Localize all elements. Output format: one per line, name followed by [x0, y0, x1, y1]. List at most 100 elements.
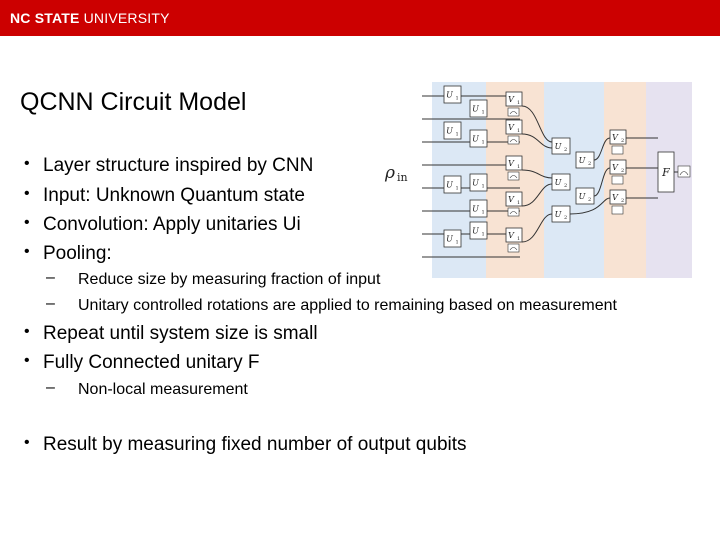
gate-label: U	[555, 178, 562, 187]
sub-bullet-text: Reduce size by measuring fraction of inp…	[78, 271, 381, 288]
gate-subscript: 2	[621, 138, 624, 144]
measurement-arc	[509, 139, 518, 143]
gate-subscript: 1	[517, 100, 520, 106]
qubit-wire	[521, 183, 553, 207]
gate-label: V	[612, 163, 619, 172]
qubit-wire	[593, 167, 611, 197]
measurement-box	[611, 175, 624, 185]
gate-label: U	[446, 235, 453, 244]
layer-band	[604, 82, 646, 278]
gate-label: U	[472, 105, 479, 114]
u2-gate	[551, 205, 571, 223]
bullet-text: Repeat until system size is small	[43, 323, 318, 344]
gate-subscript: 2	[588, 161, 591, 167]
u2-gate	[551, 137, 571, 155]
gate-subscript: 1	[456, 240, 459, 246]
fully-connected-gate	[657, 151, 675, 193]
v1-gate	[505, 191, 523, 207]
bullet-marker: •	[24, 243, 30, 260]
v1-gate	[505, 91, 523, 107]
measurement-arc	[509, 247, 518, 251]
qubit-wire	[521, 213, 553, 243]
bullet-text: Input: Unknown Quantum state	[43, 185, 305, 206]
gate-label: U	[555, 142, 562, 151]
gate-label: U	[579, 156, 586, 165]
measurement-box	[611, 145, 624, 155]
measurement-box	[611, 205, 624, 215]
gate-label: V	[508, 195, 515, 204]
bullet-text: Result by measuring fixed number of outp…	[43, 434, 467, 455]
bullet-marker: •	[24, 323, 30, 340]
gate-subscript: 1	[517, 200, 520, 206]
qubit-wire	[521, 133, 553, 149]
sub-bullet-marker: –	[46, 379, 55, 396]
gate-label: U	[472, 227, 479, 236]
rho-input-subscript: in	[397, 171, 408, 184]
gate-subscript: 1	[456, 186, 459, 192]
measurement-arc	[679, 171, 689, 176]
rho-input-label: ρ	[384, 163, 395, 183]
gate-subscript: 2	[564, 183, 567, 189]
v2-gate	[609, 129, 627, 145]
gate-subscript: 2	[564, 147, 567, 153]
university-logo: NC STATE UNIVERSITY	[10, 10, 170, 26]
u2-gate	[575, 151, 595, 169]
measurement-box	[507, 171, 520, 181]
sub-bullet-marker: –	[46, 269, 55, 286]
bullet-text: Layer structure inspired by CNN	[43, 155, 314, 176]
v2-gate	[609, 159, 627, 175]
gate-subscript: 1	[482, 210, 485, 216]
logo-brand-bold: NC STATE	[10, 10, 80, 26]
gate-label: U	[472, 179, 479, 188]
gate-label: U	[446, 127, 453, 136]
gate-subscript: 1	[517, 164, 520, 170]
u1-gate	[443, 85, 462, 104]
gate-subscript: 2	[564, 215, 567, 221]
gate-label: V	[508, 123, 515, 132]
u2-gate	[575, 187, 595, 205]
gate-label: U	[472, 135, 479, 144]
v2-gate	[609, 189, 627, 205]
v1-gate	[505, 227, 523, 243]
u2-gate	[551, 173, 571, 191]
bullet-text: Fully Connected unitary F	[43, 352, 260, 373]
gate-subscript: 1	[482, 232, 485, 238]
v1-gate	[505, 119, 523, 135]
u1-gate	[469, 221, 488, 240]
measurement-box	[507, 107, 520, 117]
bullet-text: Convolution: Apply unitaries Ui	[43, 214, 301, 235]
bullet-text: Pooling:	[43, 243, 112, 264]
qubit-wire	[521, 105, 553, 143]
qubit-wire	[593, 137, 611, 161]
u1-gate	[469, 129, 488, 148]
fully-connected-label: F	[661, 166, 670, 179]
gate-label: V	[508, 95, 515, 104]
bullet-marker: •	[24, 352, 30, 369]
gate-label: U	[579, 192, 586, 201]
qubit-wire	[569, 197, 611, 215]
qubit-wire	[521, 169, 553, 179]
gate-subscript: 1	[456, 96, 459, 102]
gate-label: V	[612, 193, 619, 202]
slide-title: QCNN Circuit Model	[20, 88, 247, 116]
sub-bullet-marker: –	[46, 295, 55, 312]
u1-gate	[443, 229, 462, 248]
bullet-marker: •	[24, 434, 30, 451]
measurement-box	[507, 135, 520, 145]
v1-gate	[505, 155, 523, 171]
sub-bullet-text: Unitary controlled rotations are applied…	[78, 297, 617, 314]
u1-gate	[469, 173, 488, 192]
u1-gate	[469, 99, 488, 118]
gate-label: U	[555, 210, 562, 219]
logo-brand-rest: UNIVERSITY	[83, 10, 170, 26]
gate-subscript: 2	[621, 168, 624, 174]
bullet-marker: •	[24, 214, 30, 231]
bullet-marker: •	[24, 155, 30, 172]
gate-subscript: 1	[482, 110, 485, 116]
gate-label: V	[612, 133, 619, 142]
gate-label: U	[446, 91, 453, 100]
gate-subscript: 1	[517, 128, 520, 134]
sub-bullet-text: Non-local measurement	[78, 381, 248, 398]
gate-subscript: 2	[621, 198, 624, 204]
gate-label: V	[508, 231, 515, 240]
